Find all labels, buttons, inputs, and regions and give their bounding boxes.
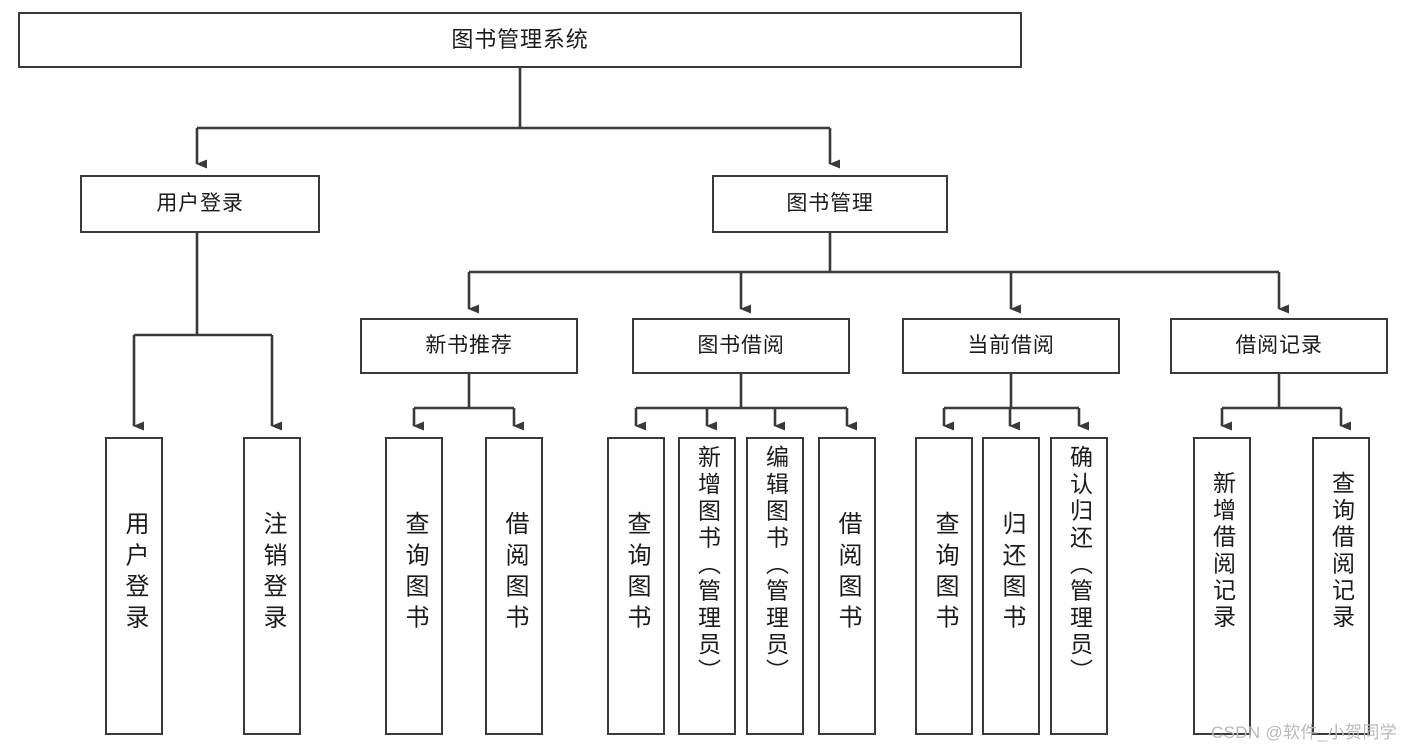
node-label: 查询图书: [931, 511, 958, 636]
leaf-book-borrow-edit-book-admin[interactable]: 编辑图书（管理员）: [746, 437, 804, 735]
leaf-new-book-borrow-books[interactable]: 借阅图书: [485, 437, 543, 735]
node-label: 新书推荐: [425, 333, 513, 357]
leaf-user-login-logout[interactable]: 注销登录: [243, 437, 301, 735]
node-user-login[interactable]: 用户登录: [80, 175, 320, 233]
node-borrowing-record[interactable]: 借阅记录: [1170, 318, 1388, 374]
node-label: 用户登录: [156, 191, 244, 215]
node-current-borrowing[interactable]: 当前借阅: [902, 318, 1120, 374]
node-label: 当前借阅: [967, 333, 1055, 357]
node-label: 新增图书（管理员）: [694, 445, 721, 686]
node-label: 查询图书: [401, 511, 428, 636]
node-label: 借阅记录: [1235, 333, 1323, 357]
node-label: 图书借阅: [697, 333, 785, 357]
leaf-current-borrow-return-books[interactable]: 归还图书: [982, 437, 1040, 735]
node-book-management[interactable]: 图书管理: [712, 175, 948, 233]
node-label: 图书管理系统: [451, 27, 589, 53]
node-label: 注销登录: [259, 511, 286, 636]
node-new-book-recommendation[interactable]: 新书推荐: [360, 318, 578, 374]
node-label: 借阅图书: [834, 511, 861, 636]
node-label: 查询借阅记录: [1328, 471, 1355, 632]
leaf-book-borrow-add-book-admin[interactable]: 新增图书（管理员）: [678, 437, 736, 735]
csdn-watermark: CSDN @软件_小贺同学: [1210, 723, 1397, 742]
leaf-book-borrow-borrow-books[interactable]: 借阅图书: [818, 437, 876, 735]
leaf-book-borrow-query-books[interactable]: 查询图书: [607, 437, 665, 735]
node-label: 编辑图书（管理员）: [762, 445, 789, 686]
leaf-new-book-query-books[interactable]: 查询图书: [385, 437, 443, 735]
leaf-borrow-record-query-record[interactable]: 查询借阅记录: [1312, 437, 1370, 735]
leaf-user-login-login[interactable]: 用户登录: [105, 437, 163, 735]
leaf-current-borrow-confirm-return-admin[interactable]: 确认归还（管理员）: [1050, 437, 1108, 735]
node-book-borrowing[interactable]: 图书借阅: [632, 318, 850, 374]
node-label: 新增借阅记录: [1209, 471, 1236, 632]
leaf-borrow-record-add-record[interactable]: 新增借阅记录: [1193, 437, 1251, 735]
node-label: 确认归还（管理员）: [1066, 445, 1093, 686]
node-label: 归还图书: [998, 511, 1025, 636]
leaf-current-borrow-query-books[interactable]: 查询图书: [915, 437, 973, 735]
node-label: 图书管理: [786, 191, 874, 215]
node-root-book-management-system[interactable]: 图书管理系统: [18, 12, 1022, 68]
node-label: 借阅图书: [501, 511, 528, 636]
node-label: 用户登录: [121, 511, 148, 636]
node-label: 查询图书: [623, 511, 650, 636]
